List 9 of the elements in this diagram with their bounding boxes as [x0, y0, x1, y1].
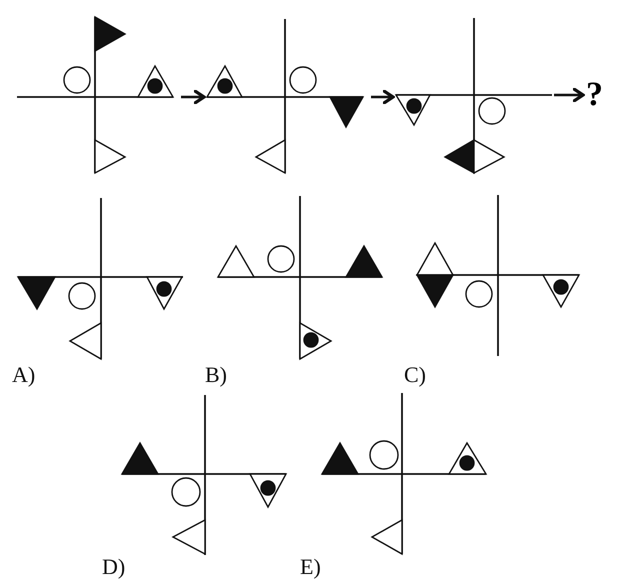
option-letter: E)	[300, 556, 321, 578]
question-mark: ?	[586, 78, 603, 112]
arrow	[371, 89, 395, 105]
option-letter: D)	[102, 556, 126, 578]
option-letter: C)	[404, 364, 426, 386]
option-letter: A)	[12, 364, 36, 386]
arrow	[554, 87, 585, 103]
option-letter: B)	[205, 364, 227, 386]
arrow	[181, 89, 206, 105]
